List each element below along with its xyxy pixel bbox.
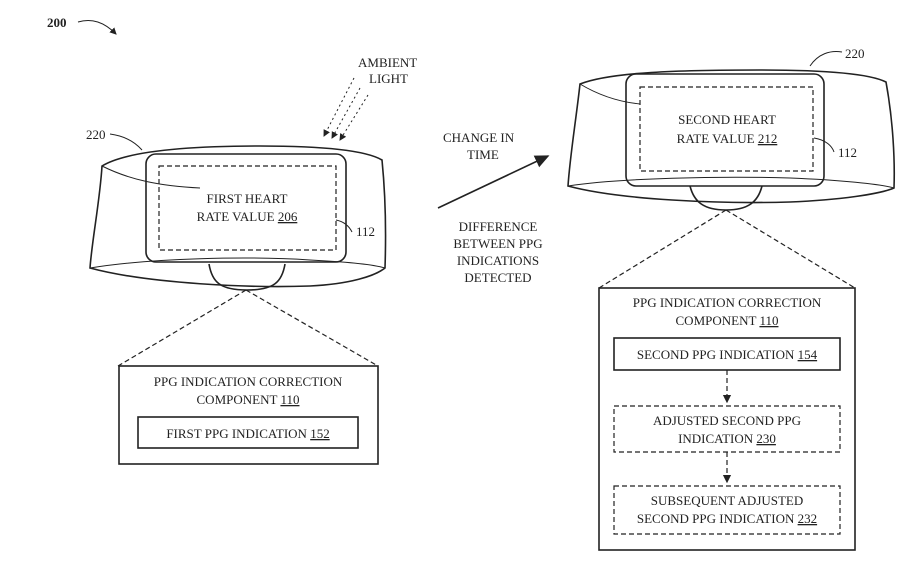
ambient-light-label-1: AMBIENT (358, 55, 417, 70)
left-component-title-1: PPG INDICATION CORRECTION (154, 374, 343, 389)
left-projection-line-right (246, 290, 378, 366)
subsequent-adjusted-line2: SECOND PPG INDICATION 232 (637, 511, 817, 526)
adjusted-second-ppg-line1: ADJUSTED SECOND PPG (653, 413, 801, 428)
difference-line2: BETWEEN PPG (453, 236, 542, 251)
left-display-dashed-area (159, 166, 336, 250)
right-component-title-1: PPG INDICATION CORRECTION (633, 295, 822, 310)
left-display-leader (336, 220, 352, 232)
left-band-ref: 220 (86, 127, 106, 142)
left-band-leader (110, 134, 142, 150)
left-heart-rate-line2: RATE VALUE 206 (197, 209, 298, 224)
right-component-title-2: COMPONENT 110 (676, 313, 779, 328)
right-projection-line-left (599, 210, 726, 288)
left-component-title-2: COMPONENT 110 (197, 392, 300, 407)
right-display-ref: 112 (838, 145, 857, 160)
change-in-time-line2: TIME (467, 147, 499, 162)
left-display-ref: 112 (356, 224, 375, 239)
figure-label: 200 (47, 15, 67, 30)
difference-line1: DIFFERENCE (459, 219, 538, 234)
left-heart-rate-line1: FIRST HEART (207, 191, 288, 206)
figure-label-arrow (78, 21, 116, 35)
right-display-dashed-area (640, 87, 813, 171)
difference-line4: DETECTED (464, 270, 531, 285)
right-band-ref: 220 (845, 46, 865, 61)
ambient-light-rays (324, 78, 368, 140)
change-in-time-arrow (438, 156, 548, 208)
ambient-light-label-2: LIGHT (369, 71, 408, 86)
adjusted-second-ppg-line2: INDICATION 230 (678, 431, 776, 446)
difference-line3: INDICATIONS (457, 253, 539, 268)
right-projection-line-right (726, 210, 855, 288)
first-ppg-indication-label: FIRST PPG INDICATION 152 (166, 426, 329, 441)
right-heart-rate-line2: RATE VALUE 212 (677, 131, 778, 146)
left-display (146, 154, 346, 262)
right-band-leader (810, 52, 842, 66)
right-display (626, 74, 824, 186)
subsequent-adjusted-line1: SUBSEQUENT ADJUSTED (651, 493, 804, 508)
right-heart-rate-line1: SECOND HEART (678, 112, 776, 127)
change-in-time-line1: CHANGE IN (443, 130, 515, 145)
second-ppg-indication-label: SECOND PPG INDICATION 154 (637, 347, 818, 362)
left-projection-line-left (118, 290, 246, 366)
